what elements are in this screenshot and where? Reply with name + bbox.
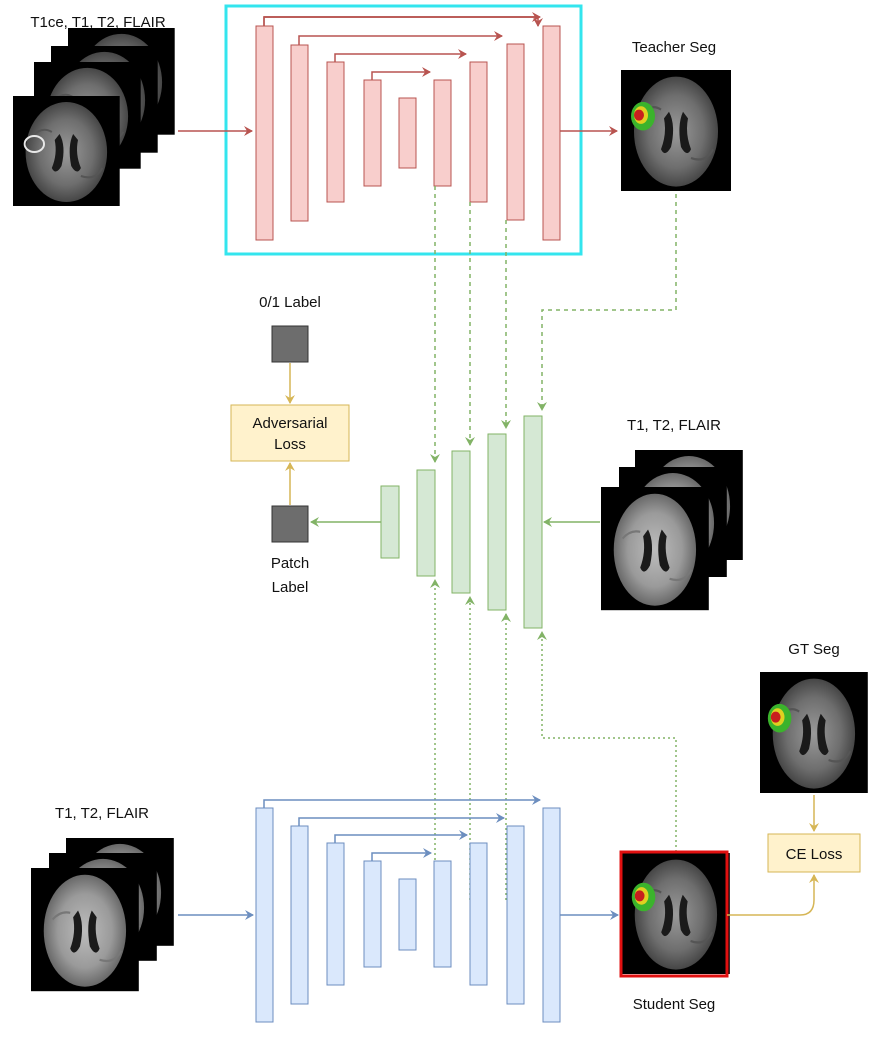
student-bottleneck-block <box>398 878 417 951</box>
ce-loss-box <box>767 833 861 873</box>
label-01-title: 0/1 Label <box>259 294 321 311</box>
student-input-label: T1, T2, FLAIR <box>55 805 149 822</box>
student-enc-block-1 <box>255 807 274 1023</box>
patch-label-box <box>271 505 309 543</box>
teacher-network <box>255 25 561 241</box>
gt-seg-image <box>758 670 869 795</box>
student-enc-block-2 <box>290 825 309 1005</box>
discriminator-input-stack <box>599 449 744 612</box>
teacher-dec-block-3 <box>469 61 488 203</box>
teacher-dec-block-1 <box>542 25 561 241</box>
student-input-stack <box>29 837 175 993</box>
student-enc-block-3 <box>326 842 345 986</box>
teacher-enc-block-1 <box>255 25 274 241</box>
teacher-enc-block-3 <box>326 61 345 203</box>
student-seg-frame <box>619 850 729 978</box>
student-network <box>255 807 561 1023</box>
disc-block-2 <box>416 469 436 577</box>
student-enc-block-4 <box>363 860 382 968</box>
adversarial-loss-box <box>230 404 350 462</box>
teacher-to-discriminator-links <box>430 186 677 463</box>
patch-label-line1: Patch <box>271 555 309 572</box>
teacher-bottleneck-block <box>398 97 417 169</box>
teacher-enc-block-4 <box>363 79 382 187</box>
discriminator-input-image <box>599 485 710 612</box>
disc-block-5 <box>523 415 543 629</box>
teacher-dec-block-4 <box>433 79 452 187</box>
student-dec-block-3 <box>469 842 488 986</box>
student-dec-block-2 <box>506 825 525 1005</box>
teacher-enc-block-2 <box>290 44 309 222</box>
patch-label-line2: Label <box>272 579 309 596</box>
disc-block-3 <box>451 450 471 594</box>
student-dec-block-4 <box>433 860 452 968</box>
teacher-seg-image <box>619 68 733 193</box>
teacher-dec-block-2 <box>506 43 525 221</box>
adversarial-loss-line1: Adversarial <box>252 415 327 432</box>
student-seg-label: Student Seg <box>633 996 716 1013</box>
label-01-box <box>271 325 309 363</box>
teacher-network-frame <box>224 4 583 256</box>
teacher-input-label: T1ce, T1, T2, FLAIR <box>30 14 165 31</box>
discriminator-network <box>380 415 543 629</box>
gt-seg-label: GT Seg <box>788 641 839 658</box>
adversarial-loss-line2: Loss <box>274 436 306 453</box>
disc-block-4 <box>487 433 507 611</box>
teacher-input-image <box>12 95 121 207</box>
discriminator-input-label: T1, T2, FLAIR <box>627 417 721 434</box>
ce-loss-label: CE Loss <box>786 846 843 863</box>
disc-block-1 <box>380 485 400 559</box>
student-to-ce-arrow <box>727 874 819 916</box>
student-skip-connections <box>263 795 541 861</box>
student-dec-block-1 <box>542 807 561 1023</box>
teacher-seg-label: Teacher Seg <box>632 39 716 56</box>
student-seg-image <box>620 851 731 976</box>
student-input-image <box>29 866 140 993</box>
teacher-input-stack <box>12 27 176 207</box>
